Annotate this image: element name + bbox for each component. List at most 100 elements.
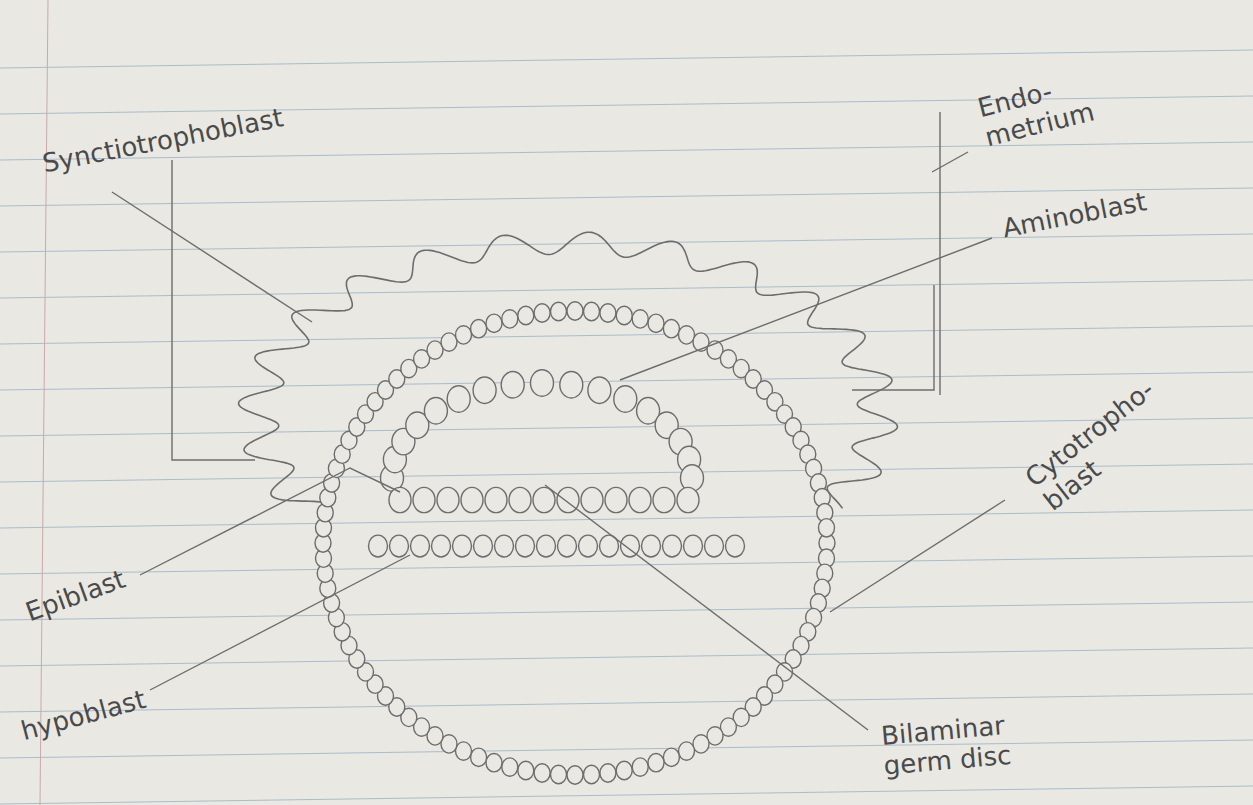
ruled-line (0, 50, 1253, 68)
epiblast-cell (389, 487, 411, 512)
cytotrophoblast-cell (486, 314, 502, 332)
cytotrophoblast-cell (471, 320, 487, 338)
epiblast-cell (437, 487, 459, 512)
cytotrophoblast-cell (616, 761, 632, 779)
ruled-line (0, 602, 1253, 620)
part-label: Cytotropho- blast (1020, 365, 1191, 517)
cytotrophoblast-cell (819, 519, 835, 537)
leader-line (140, 468, 400, 575)
cytotrophoblast-cell (471, 748, 487, 766)
cytotrophoblast-cell (600, 764, 616, 782)
cytotrophoblast-cell (679, 742, 695, 760)
ruled-line (0, 234, 1253, 252)
cytotrophoblast-cell (502, 310, 518, 328)
epiblast-cell (461, 487, 483, 512)
notebook-paper (0, 50, 1253, 804)
ruled-line (0, 694, 1253, 712)
leader-line (620, 238, 992, 380)
leader-line (932, 152, 968, 172)
part-label: Synctiotrophoblast (40, 89, 360, 179)
part-label: Bilaminar germ disc (880, 707, 1060, 782)
amnioblast-cell (560, 372, 583, 398)
cytotrophoblast-cell (456, 742, 472, 760)
bracket (172, 160, 255, 460)
hypoblast-cell (390, 535, 409, 557)
cytotrophoblast-cell (693, 735, 709, 753)
cytotrophoblast-cell (663, 320, 679, 338)
hypoblast-cell (684, 535, 703, 557)
cytotrophoblast-cell (567, 302, 583, 320)
epiblast-cell (605, 487, 627, 512)
cytotrophoblast-cell (679, 326, 695, 344)
hypoblast-cell (705, 535, 724, 557)
leader-lines (112, 112, 1005, 730)
leader-line (830, 500, 1005, 612)
margin-line (40, 0, 48, 805)
amnioblast-cell (588, 377, 611, 403)
cytotrophoblast-cell (518, 306, 534, 324)
hypoblast-cell (453, 535, 472, 557)
epiblast-cell (581, 487, 603, 512)
bracket (939, 112, 940, 395)
cytotrophoblast-cell (441, 333, 457, 351)
part-label: Aminoblast (1000, 169, 1241, 244)
epiblast-cell (509, 487, 531, 512)
amnioblast-cell (473, 377, 496, 403)
cytotrophoblast-cell (663, 748, 679, 766)
hypoblast-cell (663, 535, 682, 557)
leader-line (112, 192, 312, 322)
ruled-line (0, 648, 1253, 666)
hypoblast-cell (537, 535, 556, 557)
cytotrophoblast-cell (600, 304, 616, 322)
leader-line (545, 485, 868, 730)
hypoblast-cell (474, 535, 493, 557)
hypoblast-cell (516, 535, 535, 557)
amnioblast-cell (424, 398, 447, 424)
leader-line (150, 555, 410, 690)
epiblast-cell (677, 487, 699, 512)
cytotrophoblast-cell (632, 758, 648, 776)
amnioblast-cell (531, 370, 554, 396)
cytotrophoblast-cell (518, 761, 534, 779)
epiblast-cell (629, 487, 651, 512)
epiblast-cell (533, 487, 555, 512)
cytotrophoblast-cell (551, 302, 567, 320)
hypoblast-cell (432, 535, 451, 557)
cytotrophoblast-cell (534, 304, 550, 322)
ruled-line (0, 510, 1253, 528)
margin-line (40, 0, 48, 805)
epiblast-cell (485, 487, 507, 512)
ruled-line (0, 280, 1253, 298)
amnioblast-cell (501, 372, 524, 398)
cytotrophoblast-cell (584, 302, 600, 320)
cytotrophoblast-cell (551, 765, 567, 783)
syncytiotrophoblast-outline (239, 232, 898, 508)
hypoblast-cell (579, 535, 598, 557)
bracket (852, 285, 934, 390)
part-label: Epiblast (22, 545, 183, 628)
hypoblast-cell (369, 535, 388, 557)
epiblast-cell (413, 487, 435, 512)
ruled-line (0, 556, 1253, 574)
cytotrophoblast-cell (648, 754, 664, 772)
cytotrophoblast-cell (534, 764, 550, 782)
amnioblast-cell (681, 465, 704, 491)
hypoblast-cell (558, 535, 577, 557)
cell-layers (315, 302, 835, 784)
hypoblast-cell (726, 535, 745, 557)
cytotrophoblast-cell (567, 766, 583, 784)
cytotrophoblast-cell (648, 314, 664, 332)
epiblast-cell (653, 487, 675, 512)
cytotrophoblast-cell (584, 765, 600, 783)
cytotrophoblast-cell (502, 758, 518, 776)
cytotrophoblast-cell (456, 326, 472, 344)
amnioblast-cell (614, 386, 637, 412)
cytotrophoblast-cell (616, 306, 632, 324)
part-label: hypoblast (18, 674, 190, 747)
hypoblast-cell (495, 535, 514, 557)
hypoblast-cell (642, 535, 661, 557)
ruled-line (0, 786, 1253, 804)
ruled-line (0, 740, 1253, 758)
